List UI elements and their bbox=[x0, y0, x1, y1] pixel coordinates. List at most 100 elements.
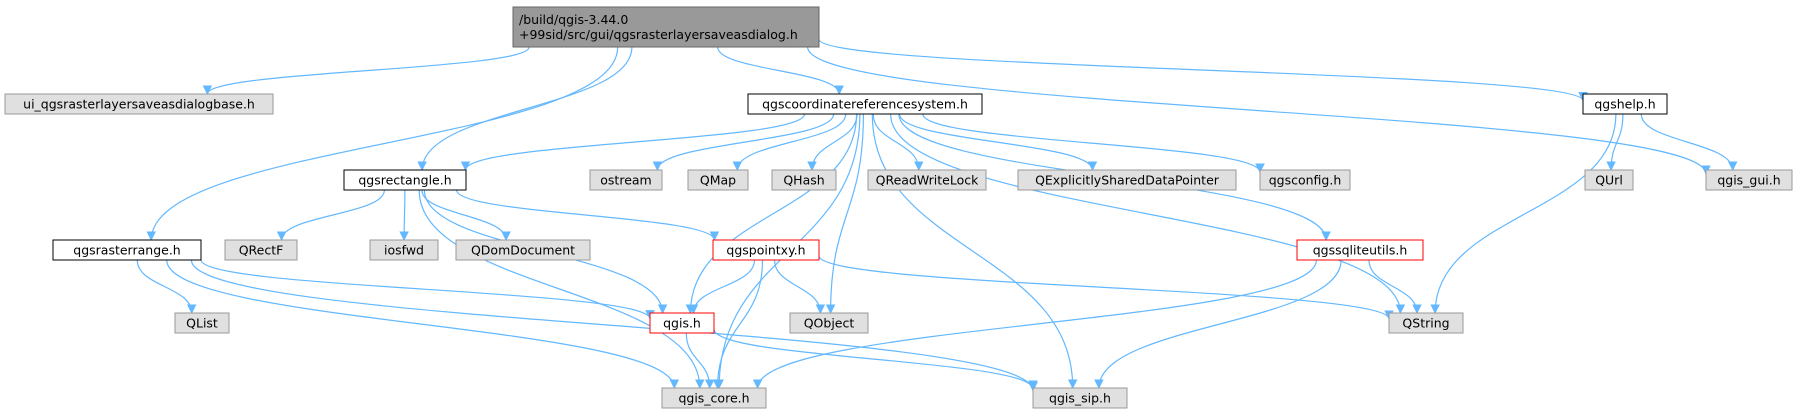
edge-crs-to-qmap bbox=[732, 113, 847, 171]
node-box bbox=[1017, 169, 1237, 191]
node-box bbox=[649, 312, 715, 334]
edge-qgshelp-to-qstring bbox=[1430, 113, 1617, 314]
node-label: qgssqliteutils.h bbox=[1313, 243, 1408, 258]
node-qgsrectangle[interactable]: qgsrectangle.h bbox=[343, 169, 467, 191]
node-box bbox=[589, 169, 663, 191]
node-box bbox=[1582, 93, 1668, 115]
node-label: qgshelp.h bbox=[1594, 97, 1655, 112]
node-label: iosfwd bbox=[384, 243, 424, 258]
edge-qgssqliteutils-to-qgis_sip bbox=[1094, 259, 1342, 389]
node-label: QString bbox=[1402, 316, 1449, 331]
node-qgspointxy[interactable]: qgspointxy.h bbox=[712, 239, 820, 261]
edge-crs-to-qgsconfig bbox=[922, 113, 1265, 174]
node-label: /build/qgis-3.44.0 bbox=[519, 12, 628, 27]
node-label: QObject bbox=[804, 316, 855, 331]
node-box bbox=[687, 169, 749, 191]
node-box bbox=[52, 239, 202, 261]
node-root[interactable]: /build/qgis-3.44.0+99sid/src/gui/qgsrast… bbox=[512, 6, 820, 48]
edge-root-to-qgshelp bbox=[818, 38, 1588, 102]
node-qgsconfig[interactable]: qgsconfig.h bbox=[1259, 169, 1351, 191]
node-qstring[interactable]: QString bbox=[1388, 312, 1464, 334]
edge-qgssqliteutils-to-qstring bbox=[1368, 259, 1422, 314]
node-iosfwd[interactable]: iosfwd bbox=[369, 239, 439, 261]
node-label: qgis.h bbox=[663, 316, 701, 331]
edge-qgsrasterrange-to-qlist bbox=[136, 259, 197, 314]
node-qreadwritelock[interactable]: QReadWriteLock bbox=[867, 169, 987, 191]
node-qgshelp[interactable]: qgshelp.h bbox=[1582, 93, 1668, 115]
edge-qgsrectangle-to-qdomdocument bbox=[421, 189, 511, 241]
edge-qgshelp-to-qurl bbox=[1606, 113, 1624, 171]
node-ostream[interactable]: ostream bbox=[589, 169, 663, 191]
node-box bbox=[789, 312, 869, 334]
edge-crs-to-qexplicit bbox=[898, 113, 1098, 171]
edge-qgspointxy-to-qobject bbox=[774, 259, 826, 314]
edge-crs-to-qgsrectangle bbox=[460, 113, 806, 171]
node-box bbox=[343, 169, 467, 191]
node-qmap[interactable]: QMap bbox=[687, 169, 749, 191]
node-box bbox=[4, 93, 274, 115]
edge-crs-to-qgis_sip bbox=[871, 113, 1078, 389]
edge-qgspointxy-to-qgis_core bbox=[712, 259, 764, 389]
node-box bbox=[512, 6, 820, 48]
node-qgsrasterrange[interactable]: qgsrasterrange.h bbox=[52, 239, 202, 261]
edge-qgsrectangle-to-qrectf bbox=[276, 189, 385, 241]
edge-qgis_h-to-qgis_core bbox=[685, 332, 715, 389]
node-label: QUrl bbox=[1595, 173, 1623, 188]
edge-qgis_h-to-qgis_sip bbox=[713, 328, 1038, 391]
node-label: +99sid/src/gui/qgsrasterlayersaveasdialo… bbox=[519, 27, 798, 42]
node-qexplicit[interactable]: QExplicitlySharedDataPointer bbox=[1017, 169, 1237, 191]
node-qdomdocument[interactable]: QDomDocument bbox=[455, 239, 591, 261]
node-label: QList bbox=[186, 316, 218, 331]
node-qgssqliteutils[interactable]: qgssqliteutils.h bbox=[1296, 239, 1424, 261]
edge-qgsrectangle-to-iosfwd bbox=[399, 189, 409, 241]
node-label: ostream bbox=[600, 173, 651, 188]
edge-root-to-crs bbox=[717, 46, 844, 95]
edge-qgsrasterrange-to-qgis_h bbox=[200, 259, 655, 320]
edge-qgspointxy-to-qstring bbox=[818, 255, 1394, 320]
node-qgis_sip[interactable]: qgis_sip.h bbox=[1032, 387, 1128, 409]
node-label: qgis_core.h bbox=[678, 391, 749, 406]
edge-qgsrectangle-to-qgis_core bbox=[418, 189, 705, 389]
node-box bbox=[455, 239, 591, 261]
node-box bbox=[1296, 239, 1424, 261]
nodes-layer: /build/qgis-3.44.0+99sid/src/gui/qgsrast… bbox=[4, 6, 1793, 409]
edge-qgsrectangle-to-qgspointxy bbox=[456, 189, 720, 241]
edge-root-to-ui_base bbox=[202, 46, 530, 95]
node-label: ui_qgsrasterlayersaveasdialogbase.h bbox=[23, 97, 255, 112]
edge-crs-to-qgis_h bbox=[685, 113, 858, 314]
node-crs[interactable]: qgscoordinatereferencesystem.h bbox=[747, 93, 983, 115]
node-qrectf[interactable]: QRectF bbox=[224, 239, 298, 261]
edges-layer bbox=[136, 38, 1738, 392]
node-box bbox=[1259, 169, 1351, 191]
node-qurl[interactable]: QUrl bbox=[1584, 169, 1634, 191]
node-qgis_core[interactable]: qgis_core.h bbox=[661, 387, 767, 409]
node-qlist[interactable]: QList bbox=[174, 312, 230, 334]
node-label: qgsrasterrange.h bbox=[73, 243, 180, 258]
node-qgis_gui[interactable]: qgis_gui.h bbox=[1705, 169, 1793, 191]
node-box bbox=[747, 93, 983, 115]
node-box bbox=[1584, 169, 1634, 191]
edge-qgssqliteutils-to-qgis_core bbox=[752, 259, 1317, 389]
node-box bbox=[224, 239, 298, 261]
edge-crs-to-qobject bbox=[825, 113, 864, 314]
node-box bbox=[1705, 169, 1793, 191]
node-box bbox=[771, 169, 837, 191]
edge-crs-to-qreadwritelock bbox=[872, 113, 924, 171]
node-qobject[interactable]: QObject bbox=[789, 312, 869, 334]
node-ui_base[interactable]: ui_qgsrasterlayersaveasdialogbase.h bbox=[4, 93, 274, 115]
node-box bbox=[1032, 387, 1128, 409]
node-label: qgis_gui.h bbox=[1717, 173, 1780, 188]
edge-crs-to-ostream bbox=[652, 113, 835, 171]
node-label: QExplicitlySharedDataPointer bbox=[1035, 173, 1220, 188]
node-qhash[interactable]: QHash bbox=[771, 169, 837, 191]
node-box bbox=[174, 312, 230, 334]
node-box bbox=[1388, 312, 1464, 334]
edge-qgsrasterrange-to-qgis_core bbox=[166, 259, 680, 389]
node-label: QRectF bbox=[239, 243, 284, 258]
node-label: qgspointxy.h bbox=[726, 243, 805, 258]
node-label: qgsconfig.h bbox=[1269, 173, 1342, 188]
node-qgis_h[interactable]: qgis.h bbox=[649, 312, 715, 334]
edge-root-to-qgsrasterrange bbox=[146, 46, 619, 241]
node-box bbox=[712, 239, 820, 261]
